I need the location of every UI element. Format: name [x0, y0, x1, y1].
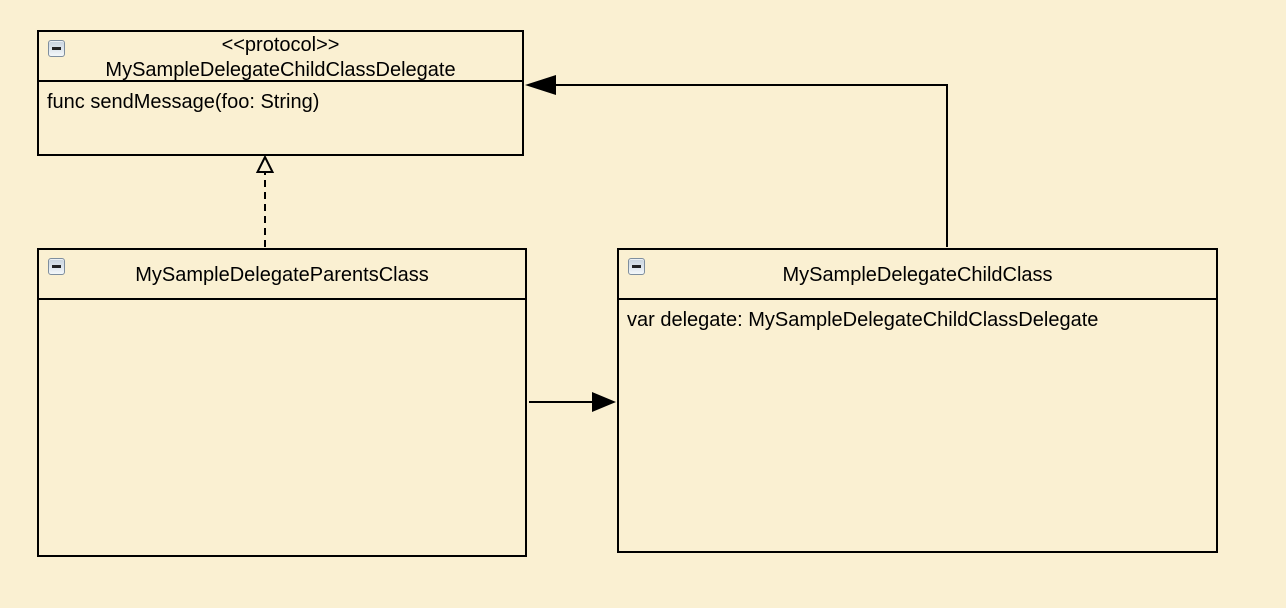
protocol-member: func sendMessage(foo: String) [47, 91, 320, 113]
collapse-button[interactable] [628, 258, 645, 275]
minus-icon [52, 47, 61, 50]
parent-class-box[interactable]: MySampleDelegateParentsClass [37, 248, 527, 557]
filled-triangle-arrowhead [525, 75, 556, 95]
child-class-name: MySampleDelegateChildClass [782, 264, 1053, 286]
protocol-box-header: <<protocol>> MySampleDelegateChildClassD… [39, 32, 522, 82]
child-box-body: var delegate: MySampleDelegateChildClass… [619, 300, 1216, 332]
filled-triangle-arrowhead [592, 392, 616, 412]
parent-box-header: MySampleDelegateParentsClass [39, 250, 525, 300]
realization-edge[interactable] [255, 154, 275, 247]
parent-child-reference-edge[interactable] [529, 392, 616, 412]
protocol-box-body: func sendMessage(foo: String) [39, 82, 522, 114]
protocol-class-box[interactable]: <<protocol>> MySampleDelegateChildClassD… [37, 30, 524, 156]
child-member: var delegate: MySampleDelegateChildClass… [627, 309, 1099, 331]
parent-class-name: MySampleDelegateParentsClass [135, 264, 429, 286]
minus-icon [632, 265, 641, 268]
child-box-header: MySampleDelegateChildClass [619, 250, 1216, 300]
delegate-reference-edge[interactable] [525, 75, 948, 247]
protocol-name: MySampleDelegateChildClassDelegate [105, 59, 456, 81]
minus-icon [52, 265, 61, 268]
child-class-box[interactable]: MySampleDelegateChildClass var delegate:… [617, 248, 1218, 553]
collapse-button[interactable] [48, 258, 65, 275]
protocol-stereotype: <<protocol>> [221, 34, 340, 56]
hollow-triangle-arrowhead [255, 154, 275, 173]
collapse-button[interactable] [48, 40, 65, 57]
